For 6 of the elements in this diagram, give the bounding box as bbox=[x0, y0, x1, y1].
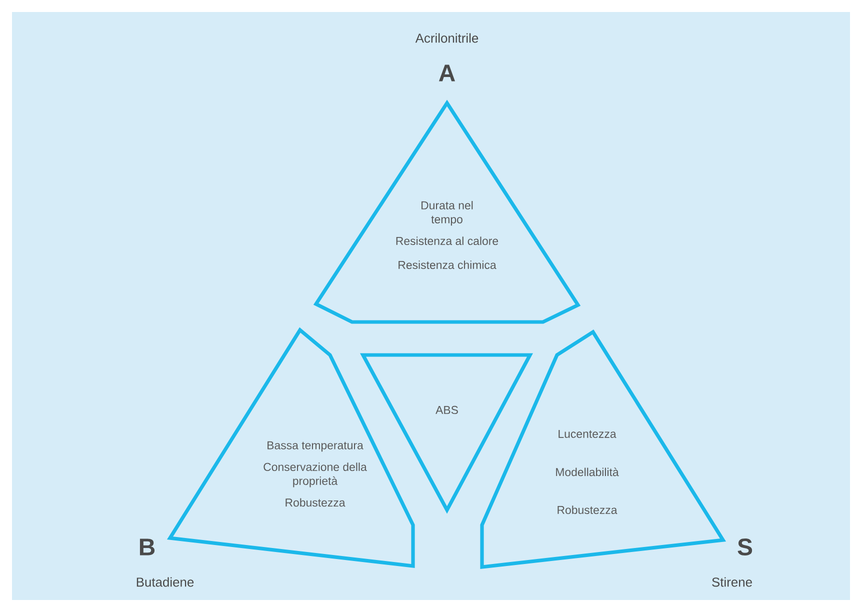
monomer-letter: B bbox=[140, 538, 155, 556]
monomer-name: Butadiene bbox=[136, 577, 194, 587]
monomer-letter: A bbox=[438, 64, 455, 82]
monomer-letter: S bbox=[738, 538, 752, 556]
monomer-name: Acrilonitrile bbox=[415, 33, 478, 43]
monomer-name: Stirene bbox=[712, 577, 752, 587]
